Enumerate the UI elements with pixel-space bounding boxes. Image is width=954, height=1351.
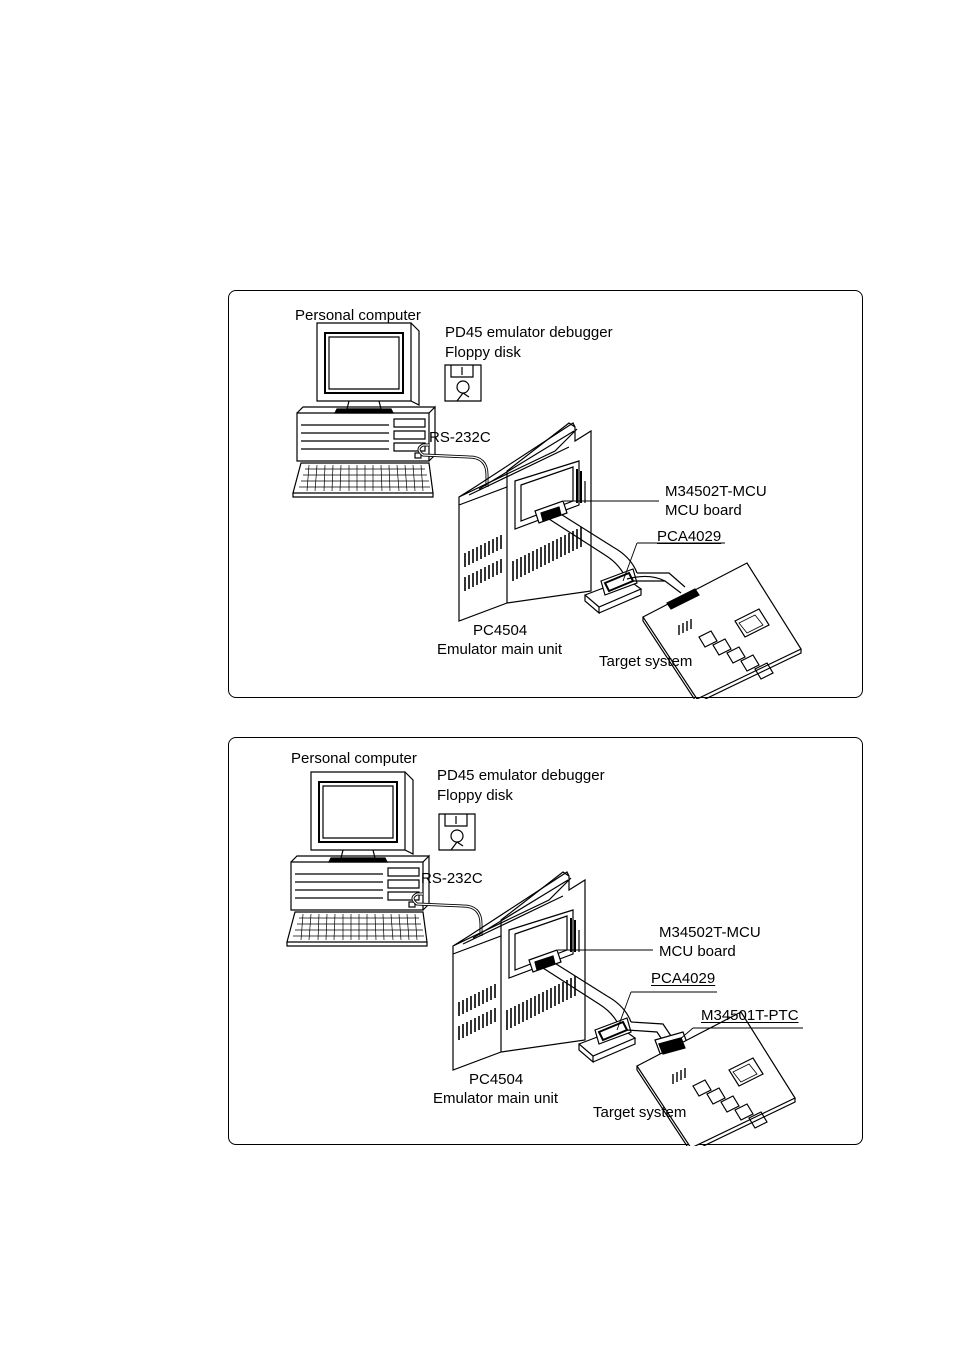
emulator-main-unit-illustration — [458, 422, 592, 622]
main-unit-model-label: PC4504 — [469, 1071, 524, 1088]
rs232c-label: RS-232C — [421, 870, 483, 887]
personal-computer-label: Personal computer — [295, 307, 421, 324]
computer-case-icon — [290, 854, 430, 911]
main-unit-model-label: PC4504 — [473, 622, 528, 639]
debugger-label: PD45 emulator debugger — [437, 767, 605, 784]
leader-lines — [564, 500, 725, 582]
system-configuration-diagram-2: Personal computer PD45 emulator debugger… — [228, 737, 863, 1146]
mcu-part-label: M34502T-MCU — [665, 483, 767, 500]
computer-case-icon — [296, 405, 436, 462]
monitor-icon — [316, 322, 420, 414]
system-configuration-diagram-1: Personal computer PD45 emulator debugger… — [228, 290, 863, 699]
personal-computer-label: Personal computer — [291, 750, 417, 767]
flat-cable — [542, 961, 632, 1031]
floppy-disk-label: Floppy disk — [437, 787, 513, 804]
target-system-label: Target system — [599, 653, 693, 670]
target-system-label: Target system — [593, 1104, 687, 1121]
target-system-board — [642, 562, 802, 699]
system-illustration — [286, 771, 803, 1146]
mcu-board-label: MCU board — [659, 943, 736, 960]
pca4029-converter — [577, 1017, 637, 1064]
floppy-disk-label: Floppy disk — [445, 344, 521, 361]
floppy-disk-icon — [444, 364, 482, 402]
floppy-disk-icon — [438, 813, 476, 851]
system-illustration — [292, 322, 802, 699]
main-unit-label: Emulator main unit — [433, 1090, 559, 1107]
pca4029-label: PCA4029 — [651, 970, 716, 987]
debugger-label: PD45 emulator debugger — [445, 324, 613, 341]
monitor-icon — [310, 771, 414, 863]
pca4029-converter — [583, 568, 666, 615]
main-unit-label: Emulator main unit — [437, 641, 563, 658]
rs232c-label: RS-232C — [429, 429, 491, 446]
keyboard-icon — [286, 911, 428, 947]
target-system-board — [636, 1011, 796, 1146]
keyboard-icon — [292, 462, 434, 498]
pca4029-label: PCA4029 — [657, 528, 722, 545]
mcu-part-label: M34502T-MCU — [659, 924, 761, 941]
emulator-main-unit-illustration — [452, 871, 586, 1071]
ptc-label: M34501T-PTC — [701, 1007, 799, 1024]
mcu-board-label: MCU board — [665, 502, 742, 519]
leader-lines — [558, 949, 803, 1041]
flat-cable — [548, 512, 638, 582]
